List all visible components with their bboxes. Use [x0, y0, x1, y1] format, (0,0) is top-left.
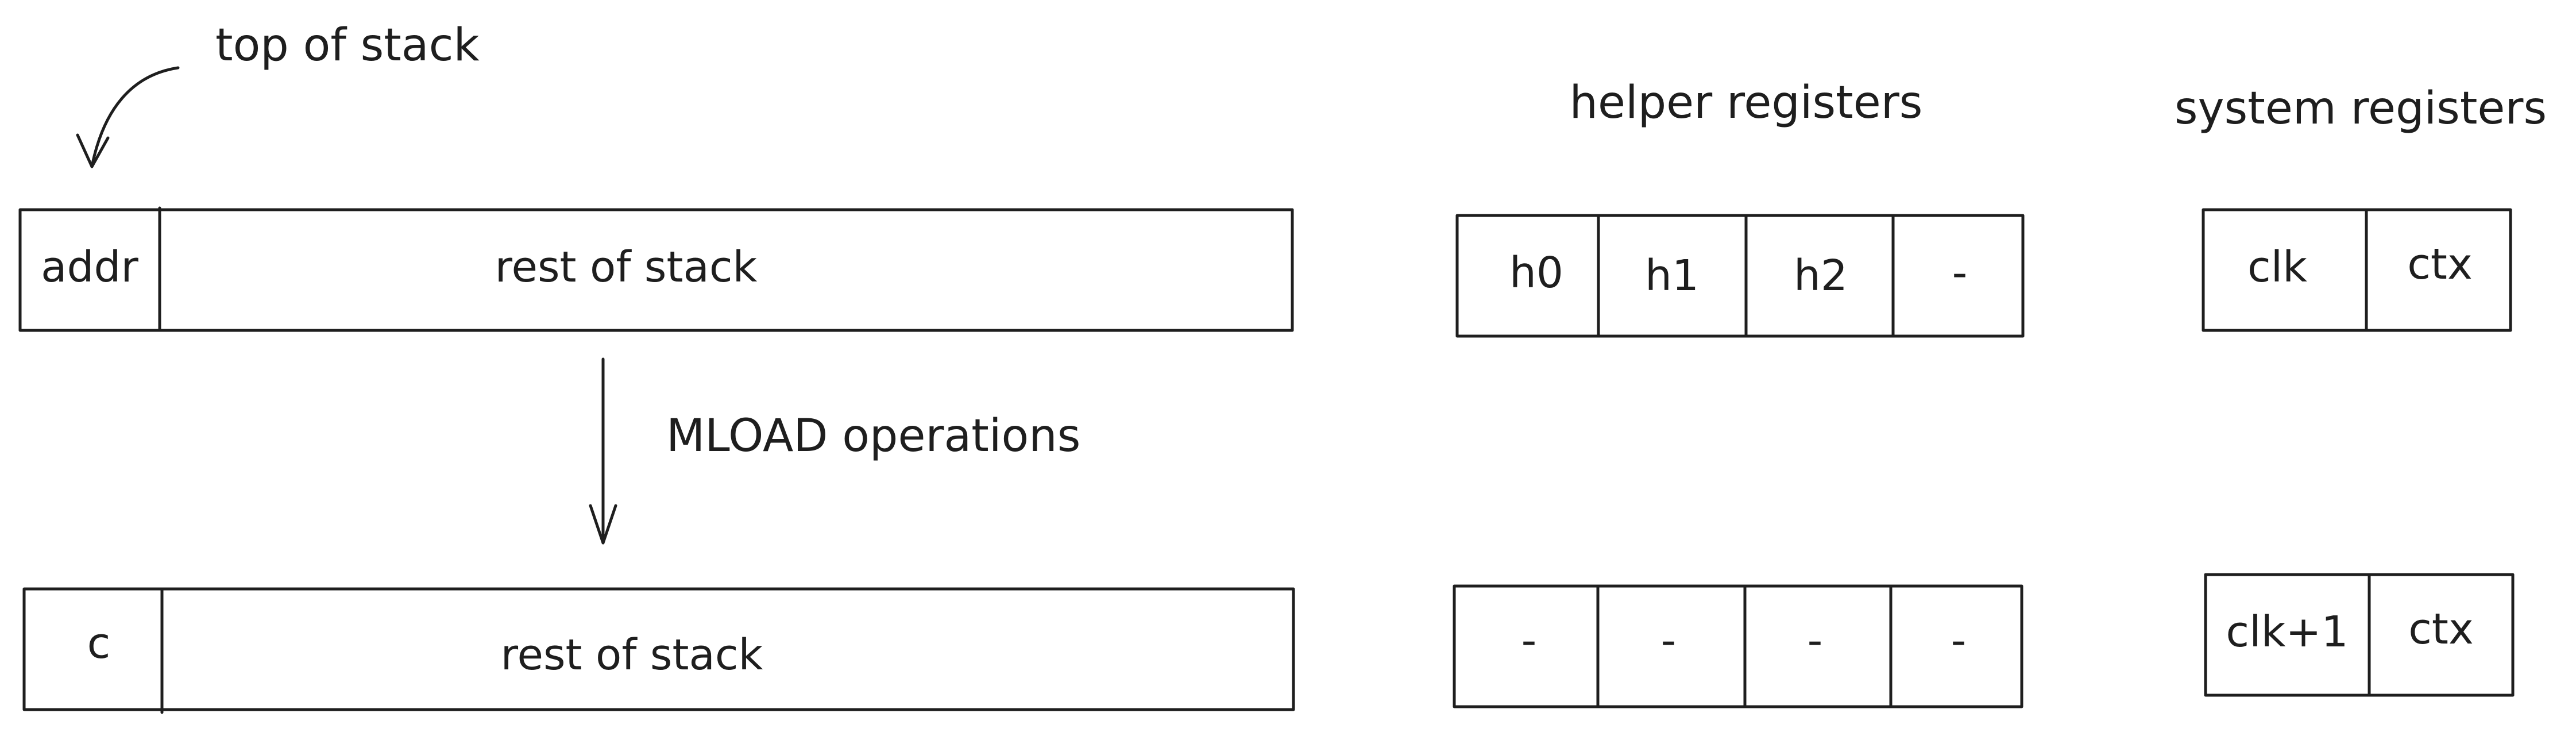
system-registers-header: system registers [2175, 83, 2547, 134]
stack-after-rest-cell: rest of stack [501, 630, 763, 680]
stack-before-frame [18, 208, 1294, 332]
stack-before-top-cell: addr [41, 242, 138, 292]
system-registers-before: clk ctx [2202, 208, 2512, 332]
top-of-stack-arrow [90, 66, 180, 168]
system-registers-before-frame [2202, 208, 2512, 332]
top-of-stack-arrowhead [76, 133, 110, 168]
stack-after: c rest of stack [22, 587, 1295, 714]
transition-arrowhead [589, 504, 617, 545]
helper-registers-after: - - - - [1453, 584, 2023, 708]
system-register-clk: clk [2247, 242, 2307, 292]
stack-after-top-cell: c [87, 619, 111, 668]
helper-registers-before-frame [1455, 214, 2025, 338]
system-register-ctx-after: ctx [2408, 604, 2474, 654]
system-registers-after-frame [2204, 573, 2515, 697]
helper-register-after-2: - [1808, 616, 1823, 665]
helper-registers-header: helper registers [1570, 77, 1923, 129]
helper-register-after-0: - [1521, 616, 1537, 665]
helper-register-empty: - [1952, 248, 1968, 298]
stack-before: addr rest of stack [18, 206, 1294, 332]
system-register-ctx: ctx [2407, 240, 2473, 289]
stack-before-rest-cell: rest of stack [495, 242, 758, 292]
helper-register-after-1: - [1661, 616, 1677, 665]
helper-register-after-3: - [1951, 616, 1967, 665]
helper-register-h2: h2 [1794, 251, 1848, 300]
helper-register-h0: h0 [1509, 248, 1563, 298]
system-register-clk-plus-1: clk+1 [2226, 607, 2348, 657]
system-registers-after: clk+1 ctx [2204, 573, 2515, 697]
top-of-stack-label: top of stack [215, 20, 480, 71]
helper-register-h1: h1 [1645, 251, 1699, 300]
helper-registers-after-frame [1453, 584, 2023, 708]
mload-operations-label: MLOAD operations [666, 410, 1080, 462]
stack-after-frame [22, 587, 1295, 711]
helper-registers-before: h0 h1 h2 - [1455, 214, 2025, 338]
